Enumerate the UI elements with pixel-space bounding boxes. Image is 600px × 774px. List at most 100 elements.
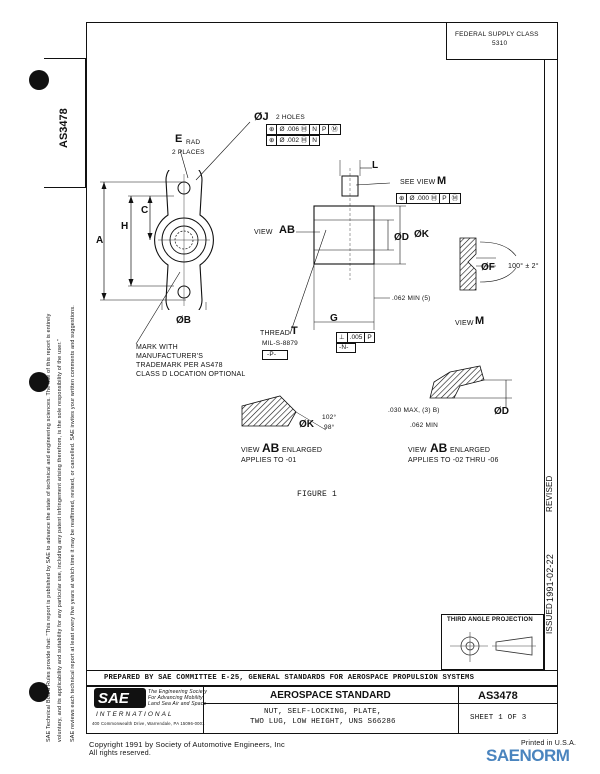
flatness-control-frame: ⊥ .005 P — [336, 332, 375, 343]
fcf3-datum-p: P — [440, 194, 450, 203]
sae-logo-text: SAE — [98, 690, 129, 707]
ab-enlarged-1-letters: AB — [262, 441, 280, 455]
binder-hole-bottom — [29, 682, 49, 702]
side-number-strip — [44, 58, 86, 188]
title-line-1: NUT, SELF-LOCKING, PLATE, — [264, 708, 382, 716]
fcf1-symbol: ⊕ — [267, 125, 278, 134]
fcf1-datum-p: P — [320, 125, 330, 134]
dim-l: L — [372, 160, 379, 171]
ab-enlarged-2-view: VIEW — [408, 447, 427, 454]
datum-p: -P- — [267, 351, 277, 358]
prepared-by-row — [86, 670, 558, 686]
fcf2-tol: Ø .002 Ⓜ — [277, 136, 311, 145]
title-line-2: TWO LUG, LOW HEIGHT, UNS S66286 — [250, 718, 396, 726]
flat-symbol: ⊥ — [337, 333, 348, 342]
datum-p-box — [262, 350, 288, 360]
fcf2-datum-n: N — [312, 137, 317, 144]
fcf2-symbol: ⊕ — [267, 136, 278, 145]
dim-a: A — [96, 235, 104, 246]
dim-e-places: 2 PLACES — [172, 149, 205, 156]
applies-to-01: APPLIES TO -01 — [241, 457, 297, 464]
flat-datum: P — [367, 334, 372, 341]
view-m-countersink — [459, 237, 517, 291]
dim-g: G — [330, 313, 338, 324]
view-ab-enlarged-1 — [241, 395, 327, 431]
feature-control-frame-3: ⊕ Ø .000 Ⓜ P Ⓜ — [396, 193, 462, 204]
dim-d: ØD — [394, 232, 409, 243]
part-side-view — [313, 160, 406, 330]
ab-enlarged-1-view: VIEW — [241, 447, 260, 454]
watermark-brand: SAENORM — [486, 746, 570, 765]
fcf1-tol: Ø .006 Ⓜ — [277, 125, 311, 134]
dim-k-lower: ØK — [299, 419, 314, 430]
federal-supply-label: FEDERAL SUPPLY CLASS — [455, 31, 539, 38]
fcf1-mod: Ⓜ — [331, 126, 338, 133]
angle-98: 98° — [324, 424, 335, 431]
fcf3-tol: Ø .000 Ⓜ — [407, 194, 441, 203]
sae-tagline-2: For Advancing Mobility — [148, 695, 203, 701]
dim-b: ØB — [176, 315, 191, 326]
view-ab-label: VIEW — [254, 229, 273, 236]
projection-symbol-icon — [450, 632, 536, 662]
fsc-code: 5310 — [492, 40, 508, 47]
title-block-header-line — [204, 686, 558, 704]
mark-note-3: TRADEMARK PER AS478 — [136, 362, 223, 369]
view-m-text: VIEW — [455, 320, 474, 327]
fcf3-mod: Ⓜ — [451, 195, 459, 202]
see-view-m-label: SEE VIEW — [400, 179, 436, 186]
prepared-by: PREPARED BY SAE COMMITTEE E-25, GENERAL … — [104, 674, 475, 682]
sae-tagline-3: Land Sea Air and Space — [148, 701, 207, 707]
datum-n: -N- — [339, 344, 349, 351]
angle-100: 100° ± 2° — [508, 263, 539, 270]
sae-logo — [94, 688, 146, 708]
dim-h: H — [121, 221, 129, 232]
dim-j-label: ØJ — [254, 111, 269, 123]
ab-enlarged-2-letters: AB — [430, 441, 448, 455]
ab-enlarged-1-text: ENLARGED — [282, 447, 323, 454]
flat-tol: .005 — [348, 333, 366, 342]
min-062-b: .062 MIN — [410, 422, 438, 429]
mark-note-2: MANUFACTURER'S — [136, 353, 204, 360]
view-ab-letters: AB — [279, 224, 295, 236]
figure-caption: FIGURE 1 — [297, 490, 338, 499]
datum-n-box — [336, 343, 356, 353]
angle-102: 102° — [322, 414, 337, 421]
document-number: AS3478 — [478, 690, 518, 702]
dim-f: ØF — [481, 262, 495, 273]
printed-in: Printed in U.S.A. — [521, 740, 577, 747]
fcf1-datum-n: N — [310, 125, 320, 134]
sae-tagline-1: The Engineering Society — [148, 689, 208, 695]
standard-type: AEROSPACE STANDARD — [270, 690, 391, 701]
copyright-line-2: All rights reserved. — [89, 750, 151, 757]
mil-spec: MIL-S-8879 — [262, 340, 298, 347]
revision-strip — [544, 60, 558, 670]
third-angle-box — [441, 614, 544, 670]
binder-hole-middle — [29, 372, 49, 392]
federal-supply-box — [446, 22, 558, 60]
copyright-line-1: Copyright 1991 by Society of Automotive … — [89, 740, 285, 749]
min-062: .062 MIN (5) — [392, 295, 431, 302]
feature-control-frame-1: ⊕ Ø .006 Ⓜ N P Ⓜ — [266, 124, 341, 135]
thread-label: THREAD — [260, 330, 290, 337]
fcf3-symbol: ⊕ — [397, 194, 408, 203]
max-030: .030 MAX, (3) B) — [388, 407, 440, 414]
dim-j-holes: 2 HOLES — [276, 114, 305, 121]
dim-e-label: E — [175, 133, 183, 145]
dim-e-rad: RAD — [186, 139, 201, 146]
binder-hole-top — [29, 70, 49, 90]
applies-to-02-06: APPLIES TO -02 THRU -06 — [408, 457, 499, 464]
part-top-view — [100, 170, 214, 310]
mark-note-4: CLASS D LOCATION OPTIONAL — [136, 371, 246, 378]
third-angle-label: THIRD ANGLE PROJECTION — [447, 617, 533, 623]
sae-international: INTERNATIONAL — [96, 711, 174, 718]
title-block-logo-cell — [86, 686, 204, 734]
title-block-number-cell — [458, 686, 558, 734]
thread-t: T — [291, 325, 298, 337]
ab-enlarged-2-text: ENLARGED — [450, 447, 491, 454]
sae-address: 400 Commonwealth Drive, Warrendale, PA 1… — [92, 721, 205, 726]
see-view-m-letter: M — [437, 175, 447, 187]
dim-k: ØK — [414, 229, 429, 240]
mark-note-1: MARK WITH — [136, 344, 178, 351]
dim-c: C — [141, 205, 149, 216]
